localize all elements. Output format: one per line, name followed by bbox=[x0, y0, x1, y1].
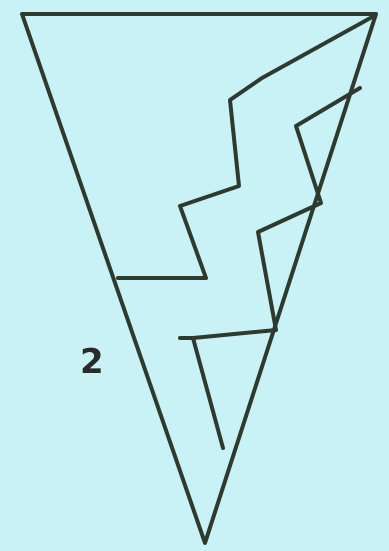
step-number-label: 2 bbox=[80, 345, 104, 379]
cut-outline bbox=[118, 16, 374, 278]
